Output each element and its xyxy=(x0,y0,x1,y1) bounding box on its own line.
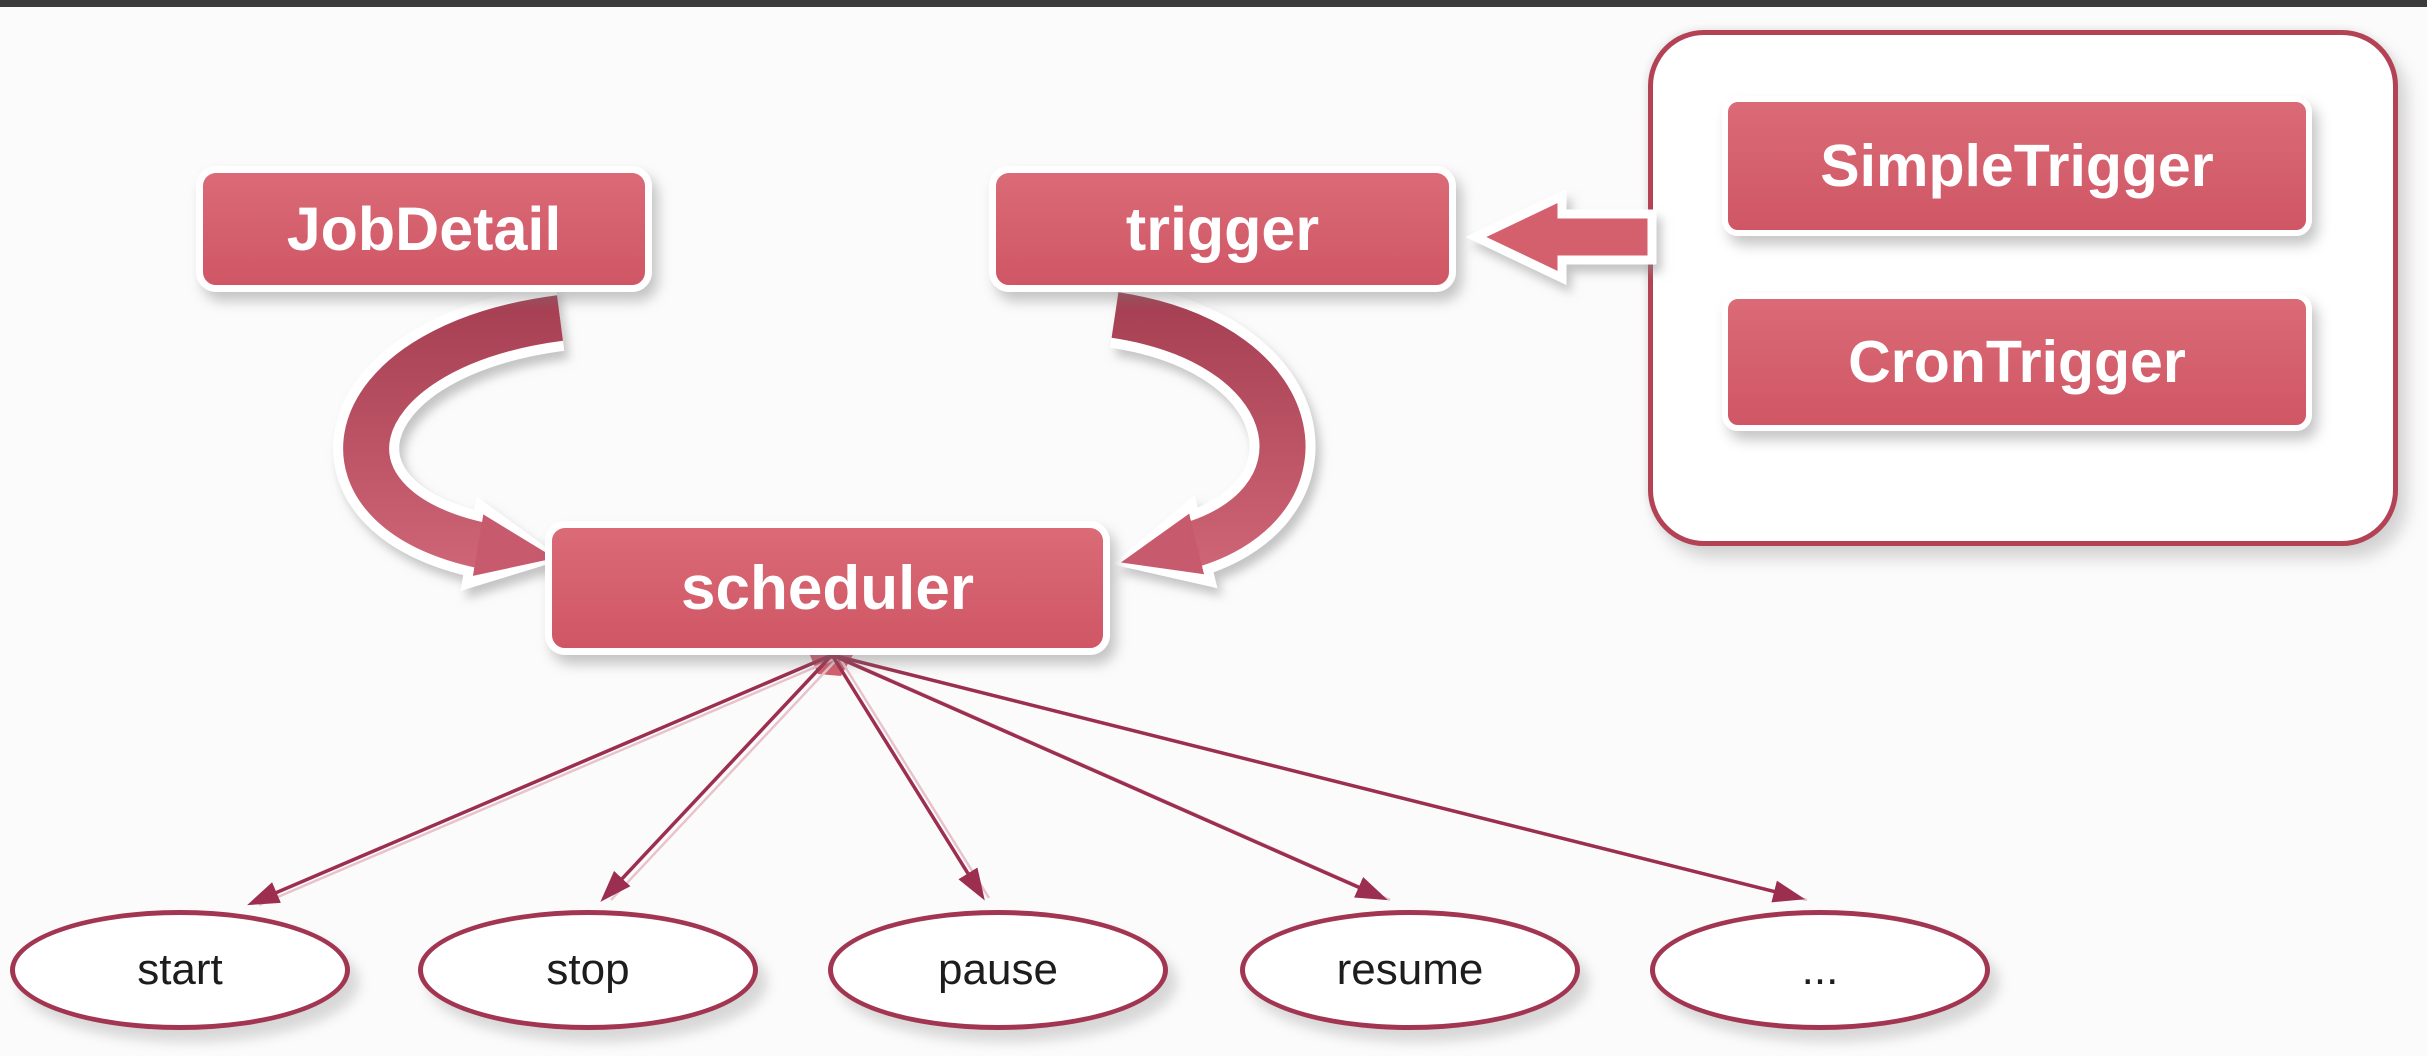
method-stop-label: stop xyxy=(546,945,630,994)
method-ellipse-start: start xyxy=(10,910,350,1030)
fan-lines xyxy=(247,653,1806,906)
scheduler-to-stop-line xyxy=(600,653,834,902)
node-simpletrigger-label: SimpleTrigger xyxy=(1820,133,2214,199)
node-scheduler: scheduler xyxy=(545,521,1110,655)
jobdetail-to-scheduler-arrow xyxy=(333,285,565,591)
node-trigger: trigger xyxy=(989,166,1456,292)
node-crontrigger: CronTrigger xyxy=(1722,293,2312,431)
method-more-label: ... xyxy=(1801,945,1839,994)
window-top-bar xyxy=(0,0,2427,7)
node-jobdetail: JobDetail xyxy=(196,166,652,292)
node-jobdetail-label: JobDetail xyxy=(286,195,562,263)
node-scheduler-label: scheduler xyxy=(681,553,974,623)
scheduler-to-start-line xyxy=(247,653,833,906)
method-ellipse-pause: pause xyxy=(828,910,1168,1030)
method-pause-label: pause xyxy=(938,945,1058,994)
trigger-to-scheduler-arrow xyxy=(1109,282,1316,589)
method-ellipse-stop: stop xyxy=(418,910,758,1030)
scheduler-to-more-line xyxy=(831,653,1806,903)
scheduler-to-pause-line xyxy=(830,654,985,901)
panel-to-trigger-arrow xyxy=(1465,188,1657,286)
method-start-label: start xyxy=(137,945,223,994)
scheduler-to-resume-line xyxy=(831,653,1388,901)
node-crontrigger-label: CronTrigger xyxy=(1848,329,2186,395)
node-simpletrigger: SimpleTrigger xyxy=(1722,96,2312,236)
method-resume-label: resume xyxy=(1336,945,1484,994)
fan-lines-shadow xyxy=(258,655,1808,907)
method-ellipse-resume: resume xyxy=(1240,910,1580,1030)
method-ellipse-more: ... xyxy=(1650,910,1990,1030)
node-trigger-label: trigger xyxy=(1125,195,1320,263)
